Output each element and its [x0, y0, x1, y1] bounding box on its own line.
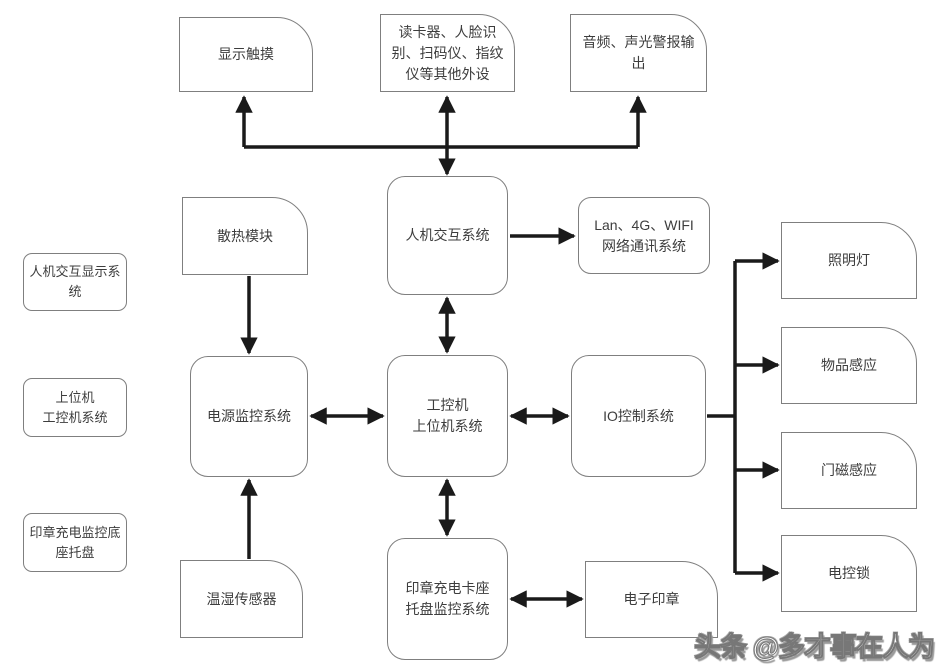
- node-side-hmi-display: 人机交互显示系 统: [23, 253, 127, 311]
- node-side-host-system: 上位机 工控机系统: [23, 378, 127, 437]
- node-side-host-system-label: 上位机 工控机系统: [42, 389, 108, 425]
- node-temp-humidity: 温湿传感器: [180, 560, 303, 638]
- node-seal-tray-monitor: 印章充电卡座 托盘监控系统: [387, 538, 508, 660]
- node-light: 照明灯: [781, 222, 917, 299]
- node-door-sense-label: 门磁感应: [821, 462, 877, 478]
- node-display-touch-label: 显示触摸: [218, 46, 274, 62]
- node-ipc-system: 工控机 上位机系统: [387, 355, 508, 477]
- node-display-touch: 显示触摸: [179, 17, 313, 92]
- node-power-monitor: 电源监控系统: [190, 356, 308, 477]
- node-network-system: Lan、4G、WIFI 网络通讯系统: [578, 197, 710, 274]
- node-hmi-system: 人机交互系统: [387, 176, 508, 295]
- node-peripherals: 读卡器、人脸识 别、扫码仪、指纹 仪等其他外设: [380, 14, 515, 92]
- node-door-sense: 门磁感应: [781, 432, 917, 509]
- node-ipc-system-label: 工控机 上位机系统: [412, 397, 483, 434]
- node-hmi-system-label: 人机交互系统: [405, 227, 490, 243]
- node-side-hmi-display-label: 人机交互显示系 统: [29, 264, 121, 299]
- node-cooling: 散热模块: [182, 197, 308, 275]
- node-light-label: 照明灯: [828, 252, 870, 268]
- node-network-system-label: Lan、4G、WIFI 网络通讯系统: [594, 216, 694, 254]
- node-io-control-label: IO控制系统: [603, 407, 674, 424]
- node-lock: 电控锁: [781, 535, 917, 612]
- node-io-control: IO控制系统: [571, 355, 706, 477]
- connector-io-trunk: [707, 261, 737, 573]
- node-eseal: 电子印章: [585, 561, 718, 638]
- node-eseal-label: 电子印章: [623, 591, 680, 607]
- node-peripherals-label: 读卡器、人脸识 别、扫码仪、指纹 仪等其他外设: [391, 23, 504, 82]
- node-seal-tray-monitor-label: 印章充电卡座 托盘监控系统: [405, 580, 490, 617]
- node-side-seal-base: 印章充电监控底 座托盘: [23, 513, 127, 572]
- node-item-sense-label: 物品感应: [821, 357, 877, 373]
- node-item-sense: 物品感应: [781, 327, 917, 404]
- node-power-monitor-label: 电源监控系统: [207, 408, 291, 424]
- node-side-seal-base-label: 印章充电监控底 座托盘: [29, 524, 121, 560]
- node-audio-alarm: 音频、声光警报输 出: [570, 14, 707, 92]
- node-lock-label: 电控锁: [828, 565, 870, 581]
- node-temp-humidity-label: 温湿传感器: [206, 590, 277, 607]
- node-audio-alarm-label: 音频、声光警报输 出: [582, 34, 695, 71]
- watermark: 头条 @多才事在人为: [694, 632, 936, 663]
- node-cooling-label: 散热模块: [217, 227, 273, 244]
